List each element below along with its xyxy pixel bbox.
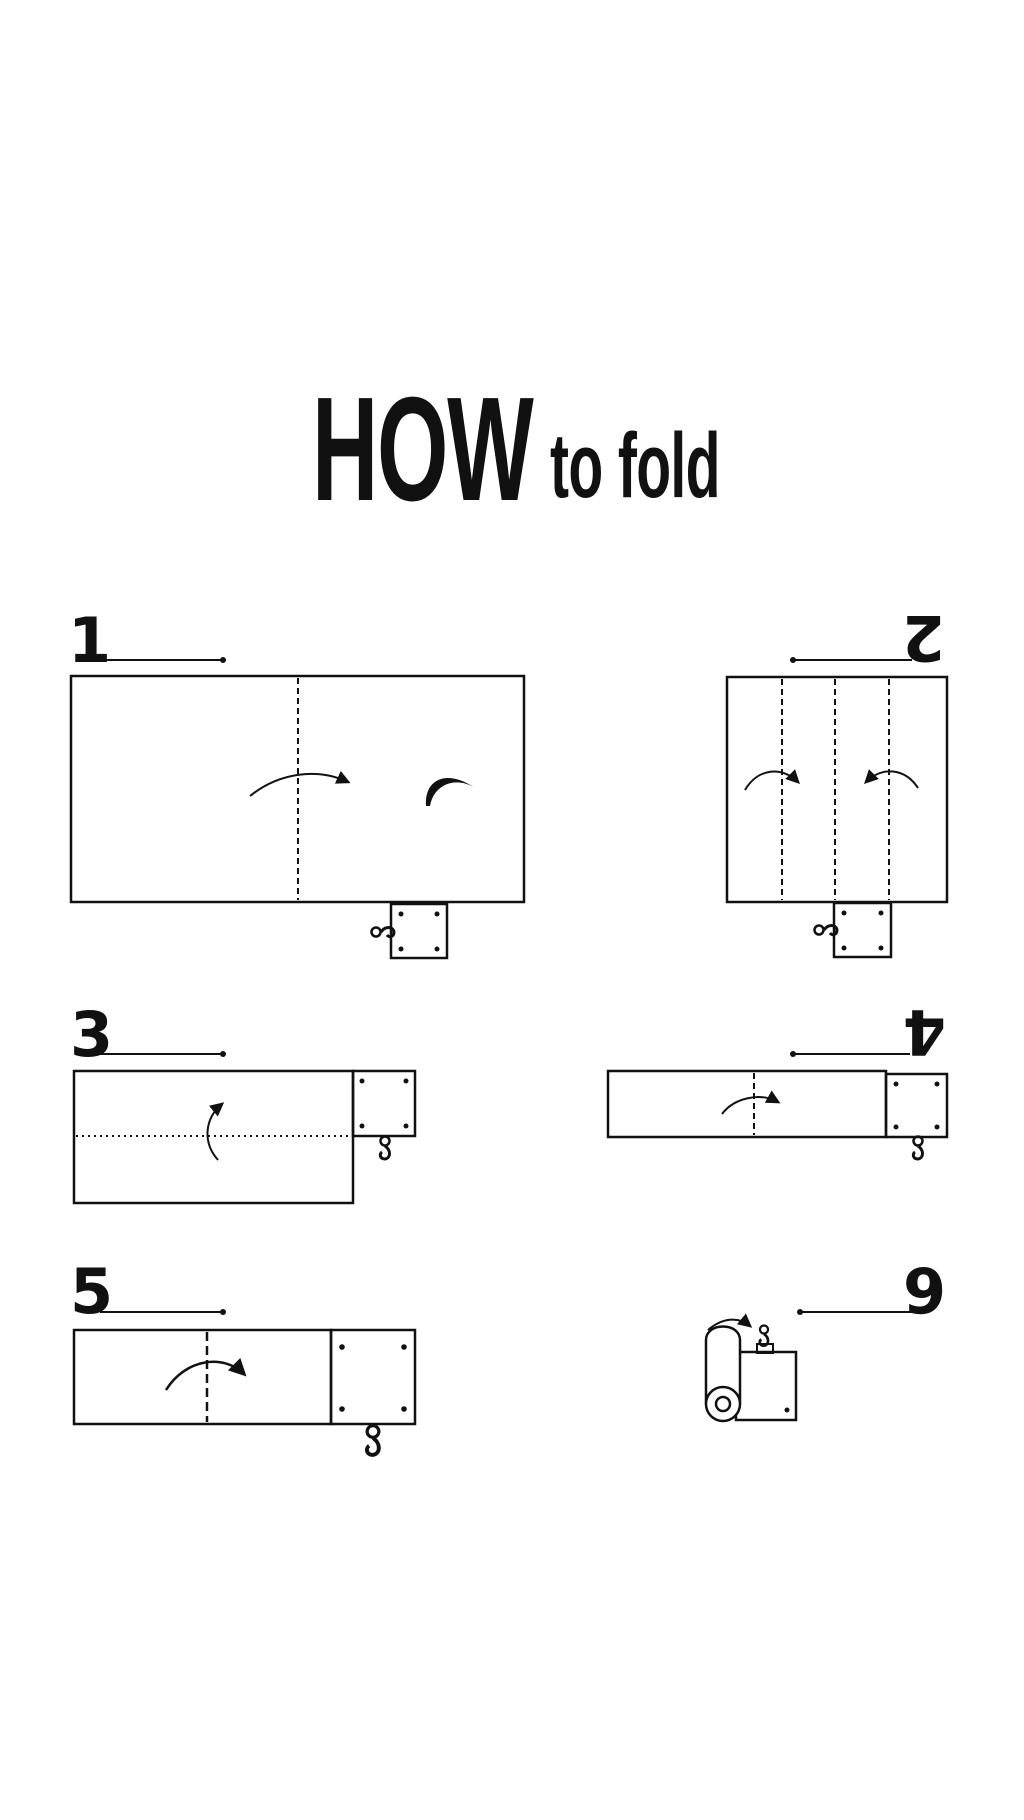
step-2-fold-arrow-right-icon (864, 769, 919, 789)
step-5-leader-dot (220, 1309, 226, 1315)
step-4-hook-icon (911, 1135, 924, 1161)
step-1: 1 (68, 604, 526, 960)
step-4: 4 (606, 995, 949, 1161)
step-6-leader-dot (797, 1309, 803, 1315)
step-5-hook-icon (364, 1423, 381, 1457)
step-5-towel (72, 1328, 333, 1426)
step-3-hook-icon (378, 1135, 391, 1161)
step-6-rolled-towel-icon (704, 1325, 798, 1423)
step-2: 2 (725, 601, 949, 959)
step-2-towel (725, 675, 949, 904)
step-4-number: 4 (903, 995, 946, 1068)
step-2-pocket-square-icon (832, 901, 893, 959)
step-1-curve-mark-icon (425, 777, 475, 806)
step-6: 6 (704, 1253, 946, 1423)
step-6-hook-icon (758, 1324, 770, 1348)
step-1-leader-dot (220, 657, 226, 663)
page-title: HOW to fold (0, 367, 1024, 532)
step-1-number: 1 (68, 604, 111, 677)
step-3: 3 (70, 998, 417, 1205)
step-4-leader-dot (790, 1051, 796, 1057)
step-5-fold-arrow-icon (164, 1357, 247, 1391)
step-3-number: 3 (70, 998, 113, 1071)
step-6-number: 6 (903, 1253, 946, 1326)
step-4-towel (606, 1069, 888, 1139)
step-3-fold-arrow-icon (206, 1102, 225, 1161)
step-2-leader-dot (790, 657, 796, 663)
step-1-fold-arrow-icon (249, 770, 351, 797)
title-to-fold: to fold (550, 415, 721, 517)
step-1-pocket-square-icon (389, 902, 449, 960)
step-2-number: 2 (902, 601, 945, 674)
step-6-roll-arrow-icon (707, 1313, 753, 1331)
step-5: 5 (70, 1255, 417, 1457)
step-2-fold-arrow-left-icon (744, 769, 800, 791)
step-4-pocket-square-icon (884, 1072, 949, 1139)
step-4-fold-arrow-icon (721, 1090, 781, 1115)
step-5-number: 5 (70, 1255, 113, 1328)
step-1-towel (69, 674, 526, 904)
step-3-pocket-square-icon (351, 1069, 417, 1138)
step-5-pocket-square-icon (329, 1328, 417, 1426)
title-how: HOW (312, 367, 534, 532)
step-3-leader-dot (220, 1051, 226, 1057)
